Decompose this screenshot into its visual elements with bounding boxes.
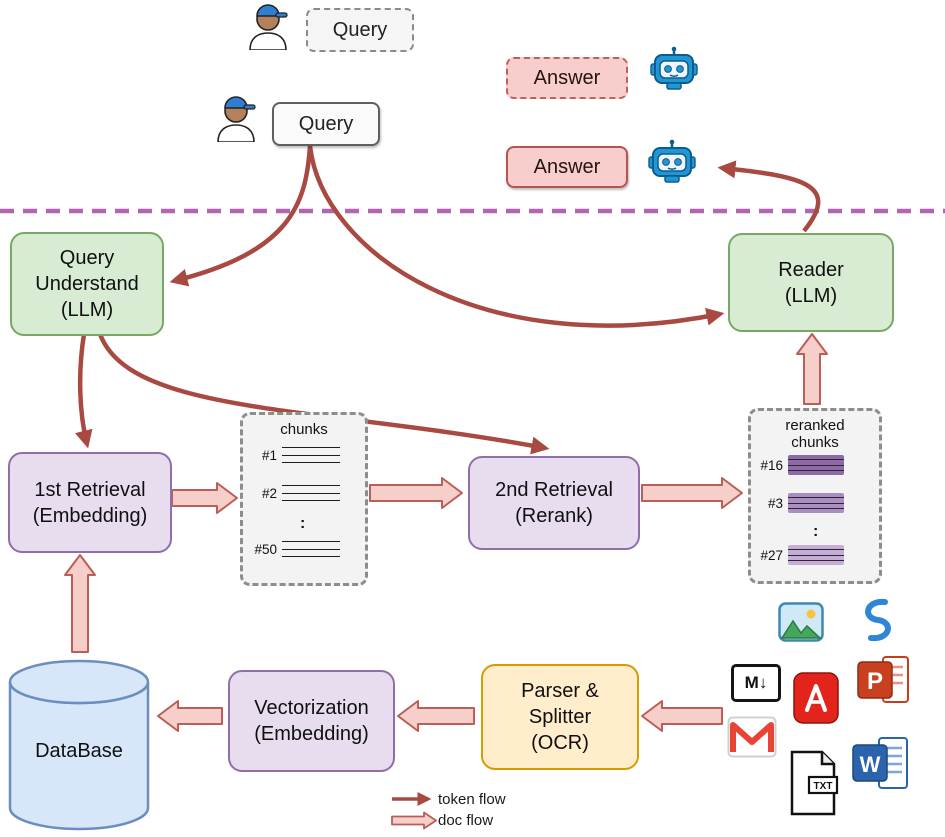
arrow-first-retrieval-to-chunks bbox=[171, 482, 238, 514]
parser-splitter-label: Parser & Splitter (OCR) bbox=[521, 680, 599, 754]
arrow-docs-to-parser bbox=[641, 700, 723, 732]
chunk-ellipsis: : bbox=[813, 523, 819, 540]
legend-doc-flow-label: doc flow bbox=[438, 812, 494, 829]
answer-box: Answer bbox=[506, 146, 628, 188]
markdown-icon: M↓ bbox=[731, 664, 781, 702]
chunk-rank-label: #1 bbox=[261, 447, 277, 463]
query-draft-label: Query bbox=[332, 18, 388, 41]
chunk-ellipsis: : bbox=[300, 515, 306, 532]
markdown-label: M↓ bbox=[744, 673, 768, 692]
highlighted-chunk-icon bbox=[788, 455, 844, 475]
chunk-text-lines-icon bbox=[282, 485, 340, 501]
second-retrieval-node: 2nd Retrieval (Rerank) bbox=[468, 456, 640, 550]
chunk-rank-label: #27 bbox=[760, 547, 783, 563]
legend-token-flow-label: token flow bbox=[438, 791, 506, 808]
query-understand-label: Query Understand (LLM) bbox=[35, 247, 139, 321]
arrow-chunks-to-second-retrieval bbox=[369, 477, 463, 509]
chunk-row: #50 bbox=[251, 541, 340, 557]
query-draft-box: Query bbox=[306, 8, 414, 52]
chunk-rank-label: #2 bbox=[261, 485, 277, 501]
vectorization-node: Vectorization (Embedding) bbox=[228, 670, 395, 772]
answer-draft-label: Answer bbox=[533, 66, 601, 89]
answer-label: Answer bbox=[533, 155, 601, 178]
user-icon bbox=[214, 92, 258, 147]
vectorization-label: Vectorization (Embedding) bbox=[254, 697, 369, 745]
chunk-text-lines-icon bbox=[282, 541, 340, 557]
query-label: Query bbox=[298, 112, 354, 135]
image-icon bbox=[778, 602, 824, 647]
reranked-chunks-box: reranked chunks #16 #3 : #27 bbox=[748, 408, 882, 584]
user-icon-draft bbox=[246, 0, 290, 55]
powerpoint-letter: P bbox=[867, 668, 883, 695]
chunk-row: #1 bbox=[251, 447, 340, 463]
txt-label: TXT bbox=[814, 781, 833, 792]
reranked-chunks-title: reranked chunks bbox=[785, 417, 845, 452]
word-icon: W bbox=[851, 736, 909, 795]
chunk-row: #2 bbox=[251, 485, 340, 501]
chunks-title: chunks bbox=[280, 421, 328, 438]
chunk-text-lines-icon bbox=[282, 447, 340, 463]
highlighted-chunk-icon bbox=[788, 493, 844, 513]
arrow-database-to-first-retrieval bbox=[64, 554, 96, 653]
arrow-vectorization-to-database bbox=[157, 700, 223, 732]
database-cylinder bbox=[8, 658, 150, 837]
arrow-understand-to-first-retrieval bbox=[74, 333, 93, 449]
chunk-rank-label: #3 bbox=[767, 495, 783, 511]
chunk-rank-label: #50 bbox=[254, 541, 277, 557]
arrow-reader-to-answer bbox=[717, 160, 821, 233]
parser-splitter-node: Parser & Splitter (OCR) bbox=[481, 664, 639, 770]
robot-icon bbox=[648, 139, 696, 192]
highlighted-chunk-icon bbox=[788, 545, 844, 565]
first-retrieval-node: 1st Retrieval (Embedding) bbox=[8, 452, 172, 553]
arrow-parser-to-vectorization bbox=[397, 700, 475, 732]
word-letter: W bbox=[860, 752, 881, 777]
reranked-chunk-row: #16 bbox=[757, 455, 844, 475]
legend-doc-flow-arrow bbox=[391, 811, 437, 830]
chunk-rank-label: #16 bbox=[760, 457, 783, 473]
arrow-reranked-to-reader bbox=[796, 333, 828, 405]
txt-file-icon: TXT bbox=[788, 750, 840, 821]
powerpoint-icon: P bbox=[856, 652, 910, 713]
pdf-icon bbox=[793, 672, 839, 729]
reader-node: Reader (LLM) bbox=[728, 233, 894, 332]
reranked-chunk-row: #3 bbox=[757, 493, 844, 513]
robot-icon-draft bbox=[650, 46, 698, 99]
database-label: DataBase bbox=[35, 740, 123, 762]
first-retrieval-label: 1st Retrieval (Embedding) bbox=[32, 478, 148, 527]
chunks-box: chunks #1 #2 : #50 bbox=[240, 412, 368, 586]
second-retrieval-label: 2nd Retrieval (Rerank) bbox=[495, 479, 613, 527]
answer-draft-box: Answer bbox=[506, 57, 628, 99]
arrow-second-retrieval-to-reranked bbox=[641, 477, 743, 509]
link-icon bbox=[854, 596, 894, 649]
query-box: Query bbox=[272, 102, 380, 146]
query-understand-node: Query Understand (LLM) bbox=[10, 232, 164, 336]
reader-label: Reader (LLM) bbox=[778, 258, 844, 307]
arrow-query-to-query-understand bbox=[169, 145, 313, 287]
gmail-icon bbox=[727, 716, 777, 763]
reranked-chunk-row: #27 bbox=[757, 545, 844, 565]
